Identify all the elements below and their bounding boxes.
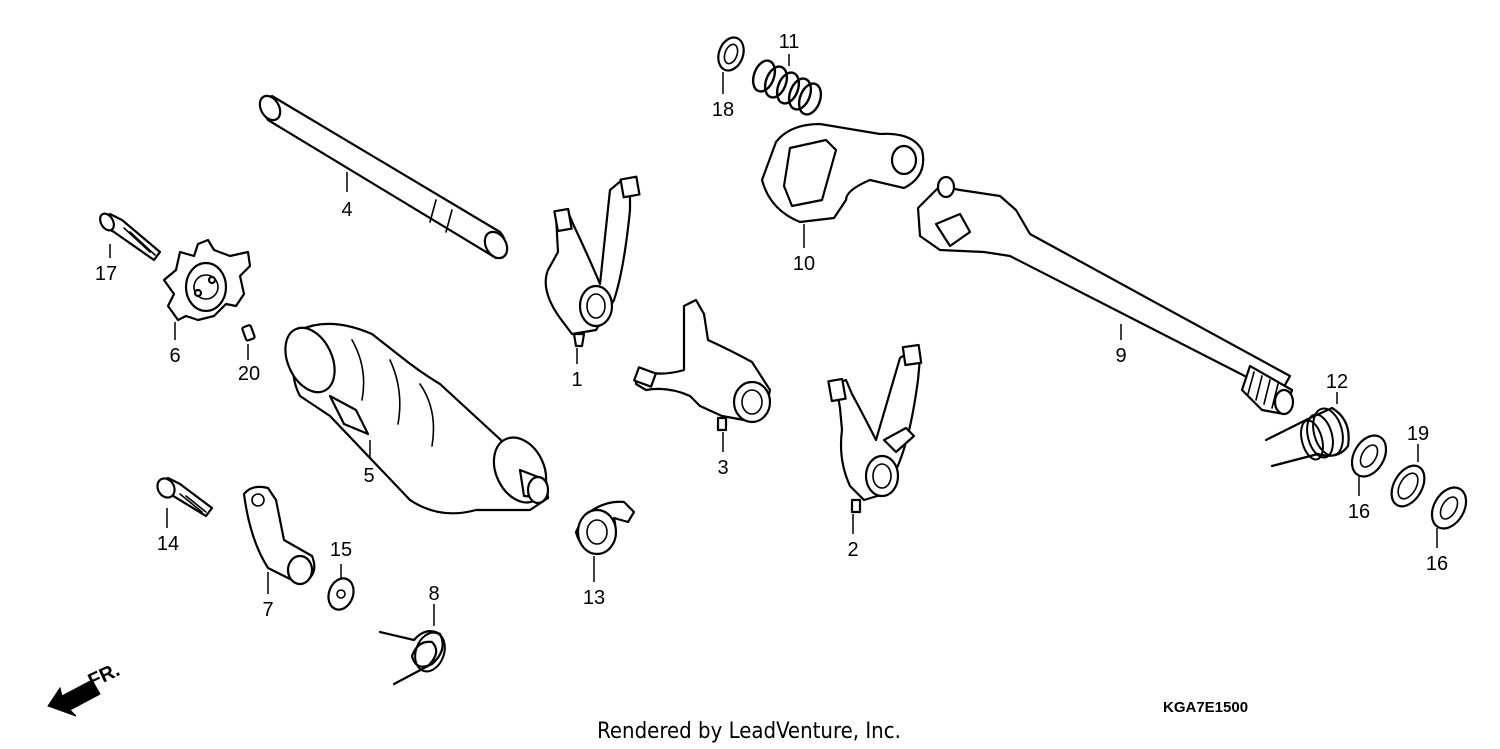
part-10-shift-plate[interactable]: [760, 122, 925, 224]
front-direction-indicator: FR.: [47, 659, 123, 717]
leader-lines: [109, 54, 1438, 626]
callout-18: 18: [712, 99, 734, 121]
part-16-washer-a[interactable]: [1345, 429, 1393, 482]
part-4-fork-shaft[interactable]: [256, 92, 512, 262]
part-2-shift-fork[interactable]: [827, 343, 923, 514]
callout-labels: 4 17 6 20 5 14 7 15 8 1 3 2 13 18 11 10 …: [95, 31, 1448, 621]
callout-6: 6: [169, 345, 180, 367]
part-9-gearshift-spindle[interactable]: [916, 175, 1295, 416]
callout-5: 5: [363, 465, 374, 487]
part-1-shift-fork[interactable]: [544, 175, 641, 348]
callout-12: 12: [1326, 371, 1348, 393]
part-8-stopper-spring[interactable]: [378, 628, 450, 686]
part-15-washer[interactable]: [324, 575, 357, 613]
part-6-stopper-plate[interactable]: [162, 238, 252, 322]
part-7-stopper-arm[interactable]: [242, 485, 316, 586]
callout-17: 17: [95, 263, 117, 285]
callout-10: 10: [793, 253, 815, 275]
diagram-part-code: KGA7E1500: [1163, 699, 1248, 716]
part-13-collar[interactable]: [574, 500, 636, 556]
callout-3: 3: [717, 457, 728, 479]
callout-1: 1: [571, 369, 582, 391]
part-18-snap-ring[interactable]: [714, 34, 748, 74]
callout-13: 13: [583, 587, 605, 609]
part-12-return-spring[interactable]: [1264, 405, 1350, 468]
part-20-dowel-pin[interactable]: [241, 324, 256, 342]
callout-16a: 16: [1348, 501, 1370, 523]
callout-19: 19: [1407, 423, 1429, 445]
part-3-shift-fork[interactable]: [633, 298, 772, 432]
render-credit: Rendered by LeadVenture, Inc.: [597, 719, 901, 744]
front-arrow-icon: [47, 679, 101, 717]
callout-7: 7: [262, 599, 273, 621]
part-11-coil-spring[interactable]: [749, 58, 825, 118]
callout-14: 14: [157, 533, 179, 555]
callout-8: 8: [428, 583, 439, 605]
part-5-shift-drum[interactable]: [276, 320, 556, 515]
callout-2: 2: [847, 539, 858, 561]
callout-11: 11: [779, 31, 800, 53]
part-16-washer-b[interactable]: [1425, 481, 1473, 534]
callout-16b: 16: [1426, 553, 1448, 575]
part-17-bolt[interactable]: [97, 211, 162, 262]
callout-4: 4: [341, 199, 352, 221]
callout-15: 15: [330, 539, 352, 561]
callout-9: 9: [1115, 345, 1126, 367]
callout-20: 20: [238, 363, 260, 385]
part-19-snap-ring[interactable]: [1385, 460, 1431, 512]
part-14-bolt[interactable]: [154, 475, 214, 518]
